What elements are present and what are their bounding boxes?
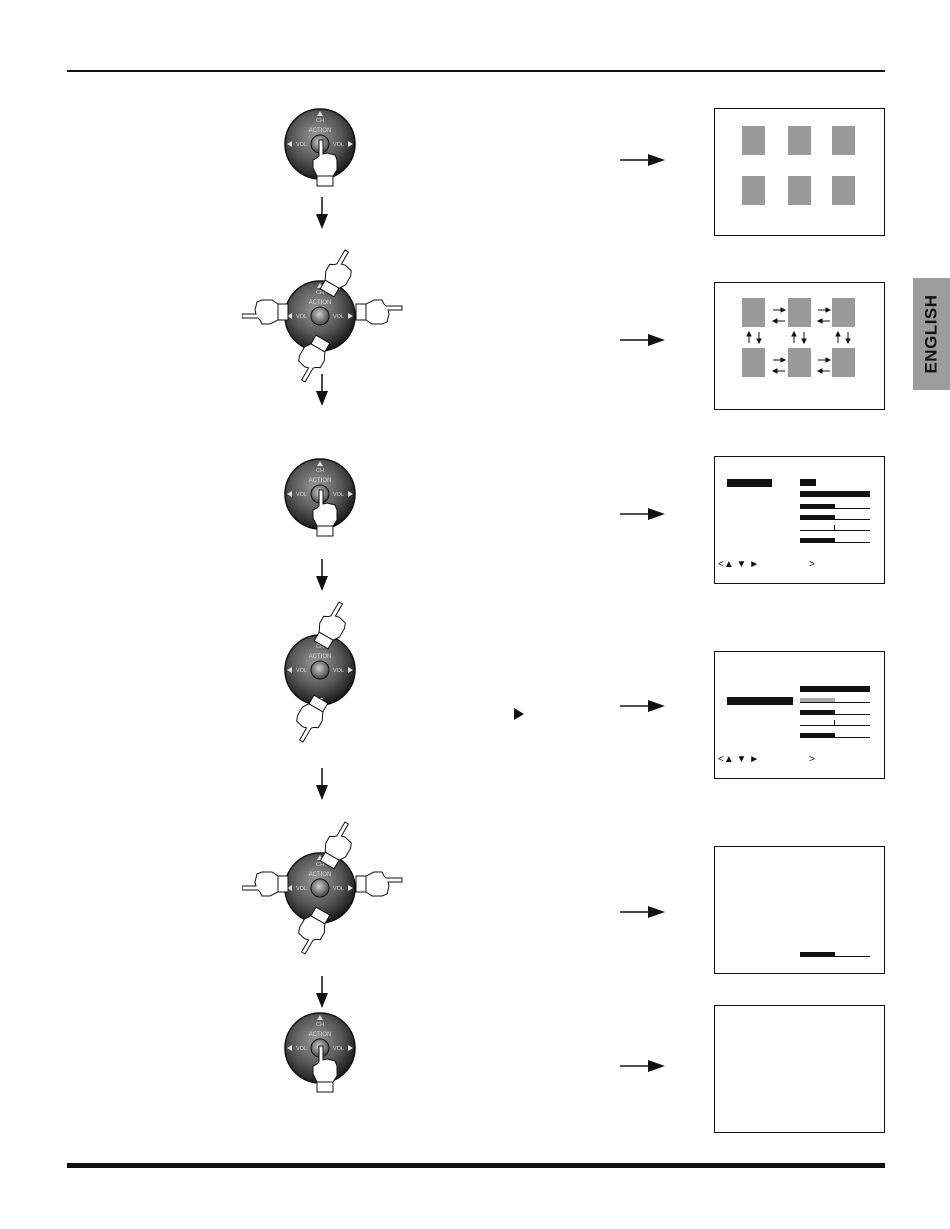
audio-icon bbox=[788, 126, 811, 155]
down-arrow-icon bbox=[316, 768, 328, 800]
picture-icon bbox=[742, 126, 765, 155]
language-tab-label: ENGLISH bbox=[922, 294, 942, 373]
right-arrow-icon bbox=[620, 1059, 665, 1073]
value-bar bbox=[800, 686, 870, 692]
setup-icon bbox=[788, 176, 811, 205]
osd-screen-adjust: <▲ ▼ ► > bbox=[714, 456, 885, 584]
selected-item-bar bbox=[727, 697, 793, 705]
remote-press-center-icon bbox=[284, 108, 364, 198]
down-arrow-icon bbox=[316, 976, 328, 1008]
right-arrow-icon bbox=[620, 153, 665, 167]
osd-screen-blank bbox=[714, 1005, 885, 1133]
lock-icon bbox=[742, 176, 765, 205]
remote-press-center-icon bbox=[284, 1012, 364, 1104]
level-marker bbox=[834, 720, 835, 726]
osd-screen-menu bbox=[714, 108, 885, 236]
down-arrow-icon bbox=[316, 559, 328, 591]
right-arrow-icon bbox=[620, 905, 665, 919]
osd-nav-close: > bbox=[809, 754, 815, 765]
timer-icon bbox=[832, 126, 855, 155]
down-arrow-icon bbox=[316, 374, 328, 406]
level-track bbox=[800, 956, 870, 957]
language-tab: ENGLISH bbox=[913, 278, 950, 390]
right-arrow-icon bbox=[620, 333, 665, 347]
remote-press-center-icon bbox=[284, 458, 364, 548]
osd-screen-slider bbox=[714, 846, 885, 974]
level-track bbox=[800, 542, 870, 543]
right-arrow-icon bbox=[620, 699, 665, 713]
level-track bbox=[800, 737, 870, 738]
level-track bbox=[800, 714, 870, 715]
bottom-rule bbox=[67, 1163, 885, 1168]
osd-screen-adjust-selected: <▲ ▼ ► > bbox=[714, 651, 885, 779]
top-rule bbox=[67, 70, 885, 72]
level-track bbox=[800, 508, 870, 509]
osd-nav-hint: <▲ ▼ ► bbox=[718, 559, 759, 570]
level-track bbox=[800, 530, 870, 531]
osd-nav-hint: <▲ ▼ ► bbox=[718, 754, 759, 765]
right-arrow-icon bbox=[620, 507, 665, 521]
channels-icon bbox=[832, 176, 855, 205]
level-track bbox=[800, 519, 870, 520]
navigation-arrows-icon bbox=[715, 283, 884, 409]
level-marker bbox=[834, 525, 835, 531]
value-bar bbox=[800, 479, 816, 486]
down-arrow-icon bbox=[316, 197, 328, 229]
level-track bbox=[800, 725, 870, 726]
remote-four-way-icon bbox=[242, 808, 407, 968]
menu-title-bar bbox=[727, 479, 772, 487]
level-track bbox=[800, 702, 870, 703]
remote-four-way-icon bbox=[242, 236, 407, 396]
value-bar bbox=[800, 491, 870, 497]
play-triangle-icon bbox=[514, 708, 524, 720]
remote-up-down-icon bbox=[284, 596, 364, 751]
osd-nav-close: > bbox=[809, 559, 815, 570]
osd-screen-menu-navigation bbox=[714, 282, 885, 410]
